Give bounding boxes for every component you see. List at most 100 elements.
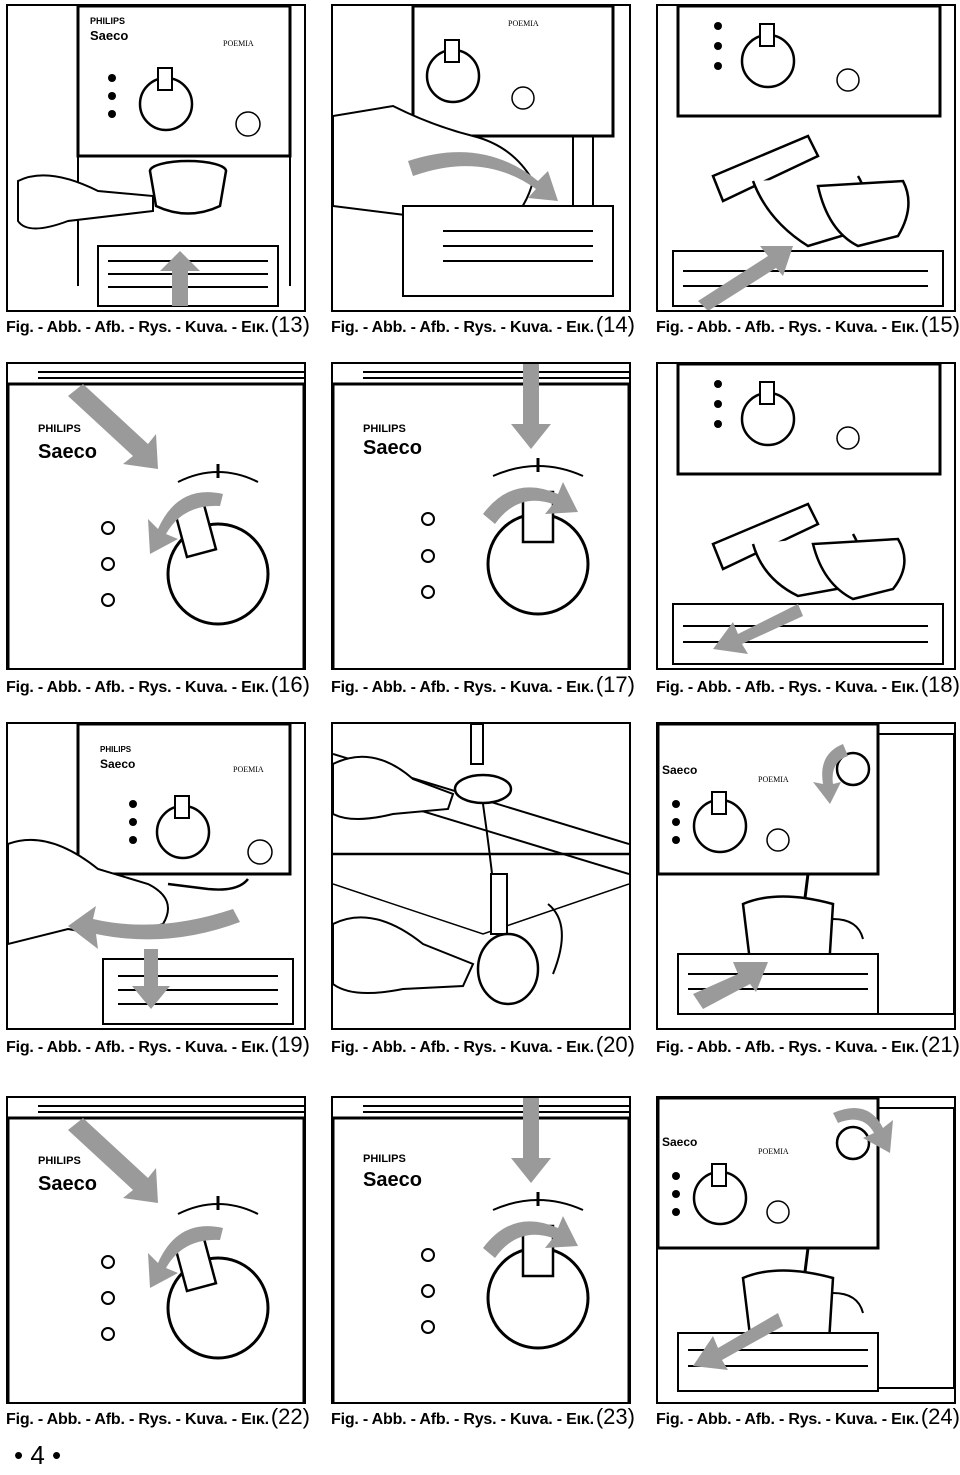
figure-16-panel: PHILIPS Saeco bbox=[6, 362, 306, 670]
caption-label: Fig. - Abb. - Afb. - Rys. - Kuva. - Εικ. bbox=[331, 1039, 594, 1056]
caption-number: (17) bbox=[595, 672, 635, 697]
brand-saeco-text: Saeco bbox=[662, 1135, 697, 1149]
page-number: • 4 • bbox=[14, 1440, 62, 1470]
figure-15-caption: Fig. - Abb. - Afb. - Rys. - Kuva. - Εικ.… bbox=[656, 312, 960, 338]
figure-13-illustration: PHILIPS Saeco POEMIA bbox=[17, 6, 292, 307]
arrow-out-icon bbox=[693, 1313, 783, 1370]
brand-philips-text: PHILIPS bbox=[38, 423, 81, 435]
figure-14-panel: POEMIA bbox=[331, 4, 631, 312]
caption-number: (22) bbox=[270, 1404, 310, 1429]
arrow-in-icon bbox=[693, 962, 768, 1009]
brand-saeco-text: Saeco bbox=[100, 757, 135, 771]
arrow-down-icon bbox=[132, 949, 170, 1009]
figure-15-illustration bbox=[672, 6, 944, 310]
brand-saeco-text: Saeco bbox=[38, 1173, 97, 1195]
caption-number: (13) bbox=[270, 312, 310, 337]
figure-21-panel: Saeco POEMIA bbox=[656, 722, 956, 1030]
brand-model-text: POEMIA bbox=[233, 765, 264, 774]
caption-number: (15) bbox=[920, 312, 960, 337]
steam-knob-icon bbox=[835, 1125, 871, 1161]
brand-philips-text: PHILIPS bbox=[100, 745, 132, 754]
arrow-rotate-left-icon bbox=[148, 1226, 223, 1288]
arrow-rotate-right-icon bbox=[483, 1216, 578, 1258]
figure-19-caption: Fig. - Abb. - Afb. - Rys. - Kuva. - Εικ.… bbox=[6, 1032, 316, 1058]
figure-16-caption: Fig. - Abb. - Afb. - Rys. - Kuva. - Εικ.… bbox=[6, 672, 316, 698]
caption-number: (19) bbox=[270, 1032, 310, 1057]
figure-15-panel bbox=[656, 4, 956, 312]
caption-number: (24) bbox=[920, 1404, 960, 1429]
caption-label: Fig. - Abb. - Afb. - Rys. - Kuva. - Εικ. bbox=[331, 319, 594, 336]
figure-23-panel: PHILIPS Saeco bbox=[331, 1096, 631, 1404]
figure-19-illustration: PHILIPS Saeco POEMIA bbox=[8, 724, 294, 1025]
caption-number: (14) bbox=[595, 312, 635, 337]
figure-17-caption: Fig. - Abb. - Afb. - Rys. - Kuva. - Εικ.… bbox=[331, 672, 641, 698]
caption-label: Fig. - Abb. - Afb. - Rys. - Kuva. - Εικ. bbox=[656, 1039, 919, 1056]
arrow-rotate-left-icon bbox=[813, 744, 848, 804]
steam-knob-icon bbox=[835, 751, 871, 787]
brand-philips-text: PHILIPS bbox=[363, 1153, 406, 1165]
figure-13-caption: Fig. - Abb. - Afb. - Rys. - Kuva. - Εικ.… bbox=[6, 312, 316, 338]
figure-19-panel: PHILIPS Saeco POEMIA bbox=[6, 722, 306, 1030]
arrow-left-icon bbox=[68, 906, 240, 949]
arrow-down-icon bbox=[511, 364, 551, 449]
brand-saeco-text: Saeco bbox=[363, 437, 422, 459]
caption-label: Fig. - Abb. - Afb. - Rys. - Kuva. - Εικ. bbox=[6, 1411, 269, 1428]
arrow-pointer-icon bbox=[68, 1118, 158, 1203]
brand-philips-text: PHILIPS bbox=[38, 1155, 81, 1167]
figure-16-illustration: PHILIPS Saeco bbox=[8, 371, 304, 668]
brand-model-text: POEMIA bbox=[758, 775, 789, 784]
caption-number: (21) bbox=[920, 1032, 960, 1057]
brand-saeco-text: Saeco bbox=[90, 28, 128, 43]
figure-18-caption: Fig. - Abb. - Afb. - Rys. - Kuva. - Εικ.… bbox=[656, 672, 960, 698]
arrow-rotate-left-icon bbox=[148, 492, 223, 554]
caption-label: Fig. - Abb. - Afb. - Rys. - Kuva. - Εικ. bbox=[656, 319, 919, 336]
brand-saeco-text: Saeco bbox=[363, 1169, 422, 1191]
figure-21-illustration: Saeco POEMIA bbox=[658, 724, 954, 1015]
arrow-in-icon bbox=[698, 246, 793, 310]
caption-label: Fig. - Abb. - Afb. - Rys. - Kuva. - Εικ. bbox=[656, 679, 919, 696]
arrow-rotate-icon bbox=[408, 152, 558, 201]
brand-saeco-text: Saeco bbox=[38, 441, 97, 463]
caption-label: Fig. - Abb. - Afb. - Rys. - Kuva. - Εικ. bbox=[6, 679, 269, 696]
arrow-up-icon bbox=[160, 251, 200, 306]
caption-number: (18) bbox=[920, 672, 960, 697]
figure-20-illustration bbox=[333, 724, 629, 1006]
figure-18-illustration bbox=[672, 364, 944, 665]
caption-number: (23) bbox=[595, 1404, 635, 1429]
figure-21-caption: Fig. - Abb. - Afb. - Rys. - Kuva. - Εικ.… bbox=[656, 1032, 960, 1058]
figure-22-caption: Fig. - Abb. - Afb. - Rys. - Kuva. - Εικ.… bbox=[6, 1404, 316, 1430]
figure-23-caption: Fig. - Abb. - Afb. - Rys. - Kuva. - Εικ.… bbox=[331, 1404, 641, 1430]
figure-24-illustration: Saeco POEMIA bbox=[658, 1098, 954, 1392]
figure-17-illustration: PHILIPS Saeco bbox=[333, 364, 629, 668]
figure-22-panel: PHILIPS Saeco bbox=[6, 1096, 306, 1404]
caption-label: Fig. - Abb. - Afb. - Rys. - Kuva. - Εικ. bbox=[656, 1411, 919, 1428]
faucet-icon bbox=[470, 724, 484, 765]
caption-label: Fig. - Abb. - Afb. - Rys. - Kuva. - Εικ. bbox=[331, 679, 594, 696]
brand-model-text: POEMIA bbox=[758, 1147, 789, 1156]
arrow-out-icon bbox=[713, 604, 803, 654]
arrow-pointer-icon bbox=[68, 384, 158, 469]
brand-model-text: POEMIA bbox=[508, 19, 539, 28]
arrow-rotate-right-icon bbox=[483, 482, 578, 524]
caption-number: (20) bbox=[595, 1032, 635, 1057]
figure-24-caption: Fig. - Abb. - Afb. - Rys. - Kuva. - Εικ.… bbox=[656, 1404, 960, 1430]
figure-23-illustration: PHILIPS Saeco bbox=[333, 1098, 629, 1402]
caption-label: Fig. - Abb. - Afb. - Rys. - Kuva. - Εικ. bbox=[6, 319, 269, 336]
brand-philips-text: PHILIPS bbox=[363, 423, 406, 435]
figure-20-panel bbox=[331, 722, 631, 1030]
figure-18-panel bbox=[656, 362, 956, 670]
figure-13-panel: PHILIPS Saeco POEMIA bbox=[6, 4, 306, 312]
figure-22-illustration: PHILIPS Saeco bbox=[8, 1105, 304, 1402]
brand-model-text: POEMIA bbox=[223, 39, 254, 48]
caption-number: (16) bbox=[270, 672, 310, 697]
figure-14-caption: Fig. - Abb. - Afb. - Rys. - Kuva. - Εικ.… bbox=[331, 312, 641, 338]
figure-17-panel: PHILIPS Saeco bbox=[331, 362, 631, 670]
caption-label: Fig. - Abb. - Afb. - Rys. - Kuva. - Εικ. bbox=[6, 1039, 269, 1056]
brand-philips-text: PHILIPS bbox=[90, 16, 125, 26]
figure-14-illustration: POEMIA bbox=[333, 6, 615, 297]
arrow-rotate-right-icon bbox=[833, 1108, 893, 1153]
caption-label: Fig. - Abb. - Afb. - Rys. - Kuva. - Εικ. bbox=[331, 1411, 594, 1428]
figure-20-caption: Fig. - Abb. - Afb. - Rys. - Kuva. - Εικ.… bbox=[331, 1032, 641, 1058]
arrow-down-icon bbox=[511, 1098, 551, 1183]
figure-24-panel: Saeco POEMIA bbox=[656, 1096, 956, 1404]
